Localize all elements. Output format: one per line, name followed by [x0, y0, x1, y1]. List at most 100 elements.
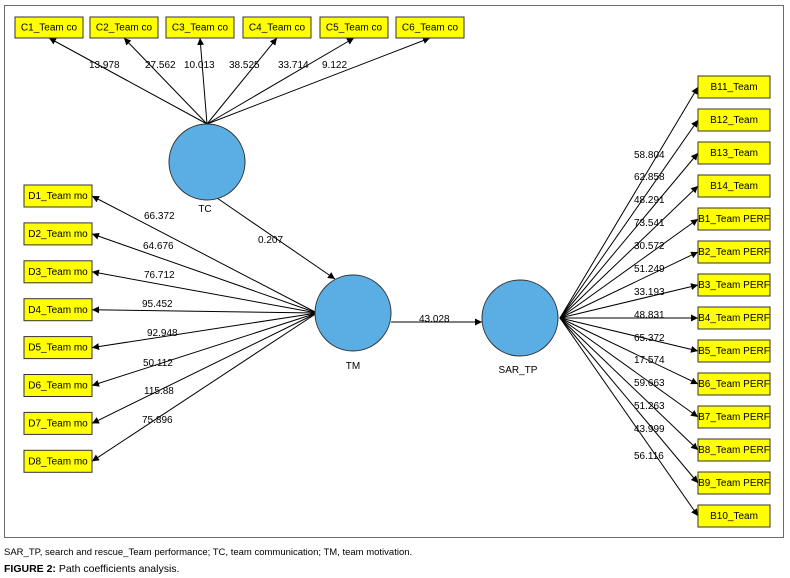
indicator-b12-team-box [697, 108, 771, 132]
coef-b11-team: 58.804 [634, 150, 665, 161]
edge-c6-team-co [206, 37, 431, 125]
edge-d3-team-mo [91, 269, 318, 314]
coef-b2-team-perf: 51.249 [634, 264, 665, 275]
indicator-d1-team-mo: D1_Team mo [23, 184, 93, 208]
edge-d2-team-mo [91, 232, 318, 314]
indicator-d1-team-mo-label: D1_Team mo [28, 191, 88, 202]
indicator-d4-team-mo-box [23, 298, 93, 322]
coef-b12-team: 62.858 [634, 172, 665, 183]
indicator-d7-team-mo-label: D7_Team mo [28, 419, 88, 430]
edge-b5-team-perf [559, 317, 699, 353]
coef-d6-team-mo: 50.112 [143, 358, 173, 369]
indicator-c5-team-co-box [319, 16, 389, 39]
indicator-d8-team-mo: D8_Team mo [23, 449, 93, 473]
indicator-c5-team-co: C5_Team co [319, 16, 389, 39]
indicator-c3-team-co: C3_Team co [165, 16, 235, 39]
indicator-b6-team-perf-label: B6_Team PERF [698, 379, 770, 390]
indicator-b11-team-box [697, 75, 771, 99]
edge-b1-team-perf [559, 218, 699, 319]
indicator-c2-team-co: C2_Team co [89, 16, 159, 39]
indicator-c2-team-co-box [89, 16, 159, 39]
coef-c4-team-co: 38.525 [229, 60, 260, 71]
coef-c2-team-co: 27.562 [145, 60, 176, 71]
indicator-b14-team-label: B14_Team [710, 181, 758, 192]
edge-b13-team [559, 152, 699, 319]
coef-d8-team-mo: 75.896 [142, 415, 173, 426]
coef-b9-team-perf: 43.999 [634, 424, 665, 435]
indicator-b5-team-perf-box [697, 339, 771, 363]
edge-b10-team [559, 317, 699, 517]
indicator-c1-team-co-label: C1_Team co [21, 23, 78, 34]
latent-sar-tp-label: SAR_TP [499, 365, 538, 376]
indicator-b9-team-perf-box [697, 471, 771, 495]
edge-c3-team-co [197, 37, 208, 125]
indicator-b11-team-label: B11_Team [710, 82, 757, 93]
indicator-b14-team-box [697, 174, 771, 198]
coef-d2-team-mo: 64.676 [143, 241, 174, 252]
edge-b6-team-perf [559, 317, 699, 385]
coef-d4-team-mo: 95.452 [142, 299, 173, 310]
indicator-d6-team-mo-label: D6_Team mo [28, 381, 88, 392]
indicator-b5-team-perf: B5_Team PERF [697, 339, 771, 363]
indicator-b3-team-perf-label: B3_Team PERF [698, 280, 770, 291]
indicator-b3-team-perf: B3_Team PERF [697, 273, 771, 297]
coef-c5-team-co: 33.714 [278, 60, 309, 71]
latent-sar-tp [481, 279, 559, 357]
coef-tc-tm: 0.207 [258, 235, 283, 246]
indicator-b12-team: B12_Team [697, 108, 771, 132]
indicator-d3-team-mo: D3_Team mo [23, 260, 93, 284]
indicator-b9-team-perf: B9_Team PERF [697, 471, 771, 495]
indicator-d3-team-mo-label: D3_Team mo [28, 267, 88, 278]
indicator-c4-team-co: C4_Team co [242, 16, 312, 39]
indicator-b5-team-perf-label: B5_Team PERF [698, 346, 770, 357]
coef-b1-team-perf: 30.572 [634, 241, 665, 252]
edge-b9-team-perf [559, 317, 699, 484]
indicator-b14-team: B14_Team [697, 174, 771, 198]
indicator-b10-team: B10_Team [697, 504, 771, 528]
indicator-c6-team-co-label: C6_Team co [402, 23, 459, 34]
indicator-b4-team-perf: B4_Team PERF [697, 306, 771, 330]
indicator-c1-team-co: C1_Team co [14, 16, 84, 39]
indicator-c3-team-co-box [165, 16, 235, 39]
indicator-d5-team-mo-box [23, 336, 93, 360]
edge-c1-team-co [48, 37, 208, 125]
indicator-d6-team-mo-box [23, 374, 93, 397]
indicator-b4-team-perf-label: B4_Team PERF [698, 313, 770, 324]
latent-tm [314, 274, 392, 352]
coef-tm-sar: 43.028 [419, 314, 450, 325]
coef-c1-team-co: 13.978 [89, 60, 120, 71]
latent-tm-label: TM [346, 361, 360, 372]
indicator-b13-team-box [697, 141, 771, 165]
coef-d3-team-mo: 76.712 [144, 270, 175, 281]
latent-tc-label: TC [198, 204, 211, 215]
indicator-d1-team-mo-box [23, 184, 93, 208]
indicator-b11-team: B11_Team [697, 75, 771, 99]
indicator-d4-team-mo-label: D4_Team mo [28, 305, 88, 316]
figure-frame [4, 5, 784, 538]
coef-b7-team-perf: 59.663 [634, 378, 665, 389]
indicator-d3-team-mo-box [23, 260, 93, 284]
coef-b13-team: 48.291 [634, 195, 665, 206]
coef-c3-team-co: 10.013 [184, 60, 215, 71]
indicator-b2-team-perf-box [697, 240, 771, 264]
edge-b14-team [559, 185, 699, 319]
indicator-c5-team-co-label: C5_Team co [326, 23, 383, 34]
edge-tc-tm [216, 197, 336, 280]
indicator-d2-team-mo-label: D2_Team mo [28, 229, 88, 240]
edge-d1-team-mo [91, 195, 318, 314]
indicator-b9-team-perf-label: B9_Team PERF [698, 478, 770, 489]
edge-d6-team-mo [91, 312, 318, 387]
indicator-b1-team-perf: B1_Team PERF [697, 207, 771, 231]
indicator-d5-team-mo: D5_Team mo [23, 336, 93, 360]
coef-b6-team-perf: 17.574 [634, 355, 665, 366]
indicator-d2-team-mo: D2_Team mo [23, 222, 93, 246]
edge-b3-team-perf [559, 283, 699, 319]
indicator-b7-team-perf-box [697, 405, 771, 429]
coef-d7-team-mo: 115.88 [144, 386, 174, 397]
coef-b3-team-perf: 33.193 [634, 287, 665, 298]
indicator-c2-team-co-label: C2_Team co [96, 23, 153, 34]
indicator-b8-team-perf: B8_Team PERF [697, 438, 771, 462]
indicator-c6-team-co: C6_Team co [395, 16, 465, 39]
indicator-d8-team-mo-label: D8_Team mo [28, 456, 88, 467]
indicator-b13-team: B13_Team [697, 141, 771, 165]
